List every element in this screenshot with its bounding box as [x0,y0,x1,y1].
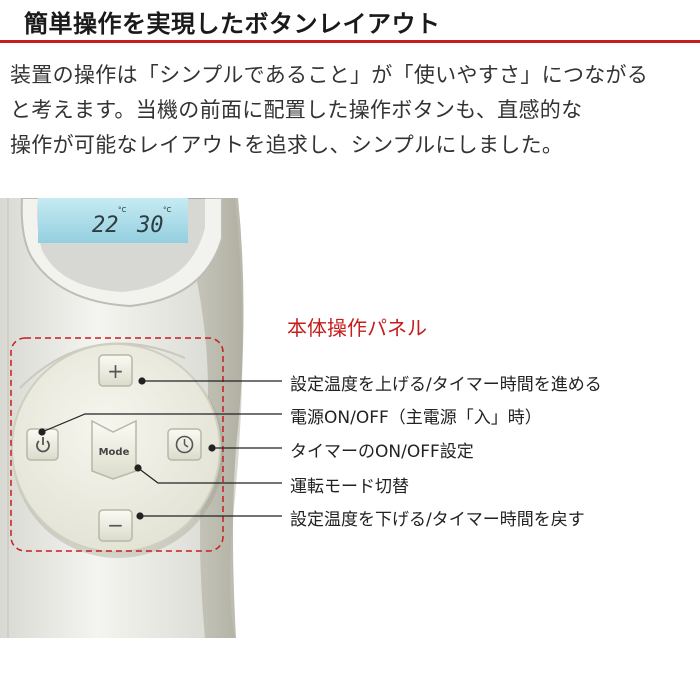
intro-text: 装置の操作は「シンプルであること」が「使いやすさ」につながる と考えます。当機の… [10,58,695,163]
callout-timer: タイマーのON/OFF設定 [290,442,474,462]
page-title: 簡単操作を実現したボタンレイアウト [24,10,441,38]
callout-power: 電源ON/OFF（主電源「入」時） [290,408,542,428]
degree-label-1: °C [118,206,127,214]
plus-icon: + [107,359,124,383]
panel-title: 本体操作パネル [287,316,427,340]
power-icon [36,437,50,453]
display-temp-2: 30 [136,213,164,238]
product-photo: 22 °C 30 °C + − Mode [0,198,282,638]
minus-button[interactable]: − [98,509,133,542]
header: 簡単操作を実現したボタンレイアウト [0,0,700,46]
mode-button[interactable]: Mode [91,419,137,480]
lcd-display: 22 °C 30 °C [38,198,188,243]
intro-line-3: 操作が可能なレイアウトを追求し、シンプルにしました。 [10,133,564,157]
mode-button-label: Mode [99,447,130,458]
leader-line-power [41,413,282,433]
intro-line-1: 装置の操作は「シンプルであること」が「使いやすさ」につながる [10,63,649,87]
title-underline [0,40,700,43]
panel-highlight-frame [10,337,224,552]
minus-icon: − [107,513,124,537]
callout-mode: 運転モード切替 [290,477,409,497]
callout-temp-down: 設定温度を下げる/タイマー時間を戻す [290,510,585,530]
timer-button[interactable] [167,428,202,461]
leader-line-mode [137,467,282,484]
plus-button[interactable]: + [98,354,133,387]
power-button[interactable] [26,428,59,461]
clock-icon [175,435,194,454]
degree-label-2: °C [163,206,172,214]
callout-temp-up: 設定温度を上げる/タイマー時間を進める [290,375,602,395]
callout-leaders [38,377,282,520]
display-temp-1: 22 [92,213,119,238]
intro-line-2: と考えます。当機の前面に配置した操作ボタンも、直感的な [10,98,583,122]
